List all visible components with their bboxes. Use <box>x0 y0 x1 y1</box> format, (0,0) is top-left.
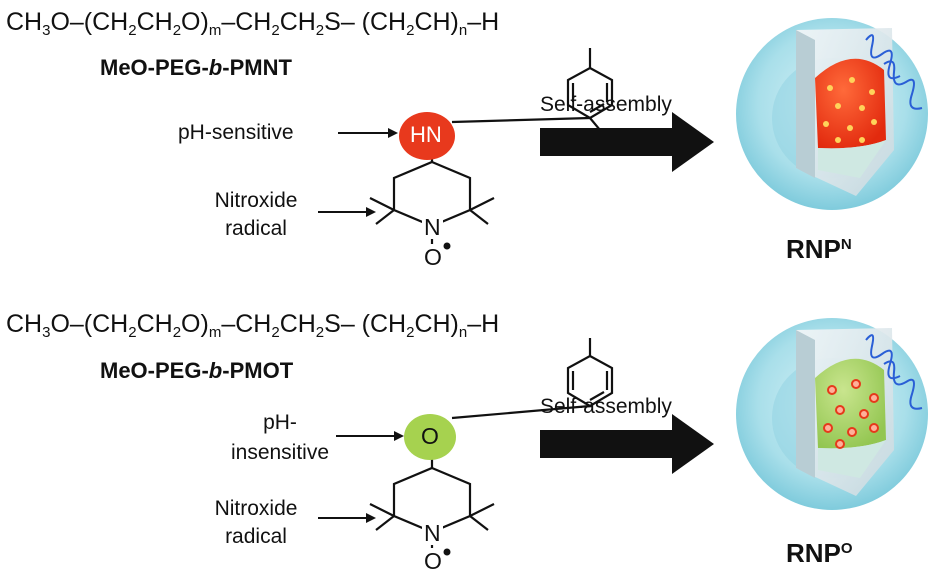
top-amine-text: HN <box>410 122 442 147</box>
bottom-polymer-name: MeO-PEG-b-PMOT <box>100 358 294 383</box>
bottom-oxygen-atom: O <box>424 548 442 574</box>
bottom-benzyl-link <box>451 404 591 420</box>
bottom-nitrogen-atom: N <box>422 520 443 546</box>
top-pointer-arrows <box>318 128 398 217</box>
top-rnp-label: RNPN <box>786 234 852 264</box>
top-self-assembly-label: Self-assembly <box>540 93 672 116</box>
bottom-polymer-formula: CH3O–(CH2CH2O)m–CH2CH2S– (CH2CH)n–H <box>6 310 500 341</box>
bottom-nitroxide-label-2: radical <box>225 525 287 548</box>
bottom-pointer-arrows <box>318 431 404 523</box>
bottom-self-assembly-label: Self-assembly <box>540 395 672 418</box>
top-nitroxide-label-1: Nitroxide <box>214 189 298 212</box>
top-polymer-formula: CH3O–(CH2CH2O)m–CH2CH2S– (CH2CH)n–H <box>6 8 500 39</box>
bottom-ether-group-highlight <box>404 414 456 460</box>
top-polymer-name: MeO-PEG-b-PMNT <box>100 55 292 80</box>
top-ph-label: pH-sensitive <box>178 121 294 144</box>
bottom-self-assembly-arrow <box>540 414 714 474</box>
bottom-rnp-label: RNPO <box>786 538 853 568</box>
bottom-nanoparticle-rnp-o <box>736 318 928 510</box>
bottom-ether-text: O <box>421 423 439 449</box>
top-radical-dot <box>443 242 451 250</box>
top-nitroxide-label-2: radical <box>225 217 287 240</box>
top-nanoparticle-rnp-n <box>736 18 928 210</box>
top-nitrogen-atom: N <box>422 214 443 240</box>
top-benzyl-link <box>451 116 591 124</box>
top-self-assembly-arrow <box>540 112 714 172</box>
bottom-radical-dot <box>443 548 451 556</box>
bottom-nitroxide-label-1: Nitroxide <box>214 497 298 520</box>
bottom-ph-label-2: insensitive <box>230 441 330 464</box>
top-amine-group-highlight <box>399 112 455 160</box>
bottom-ph-label-1: pH- <box>263 411 297 434</box>
top-oxygen-atom: O <box>424 244 442 270</box>
